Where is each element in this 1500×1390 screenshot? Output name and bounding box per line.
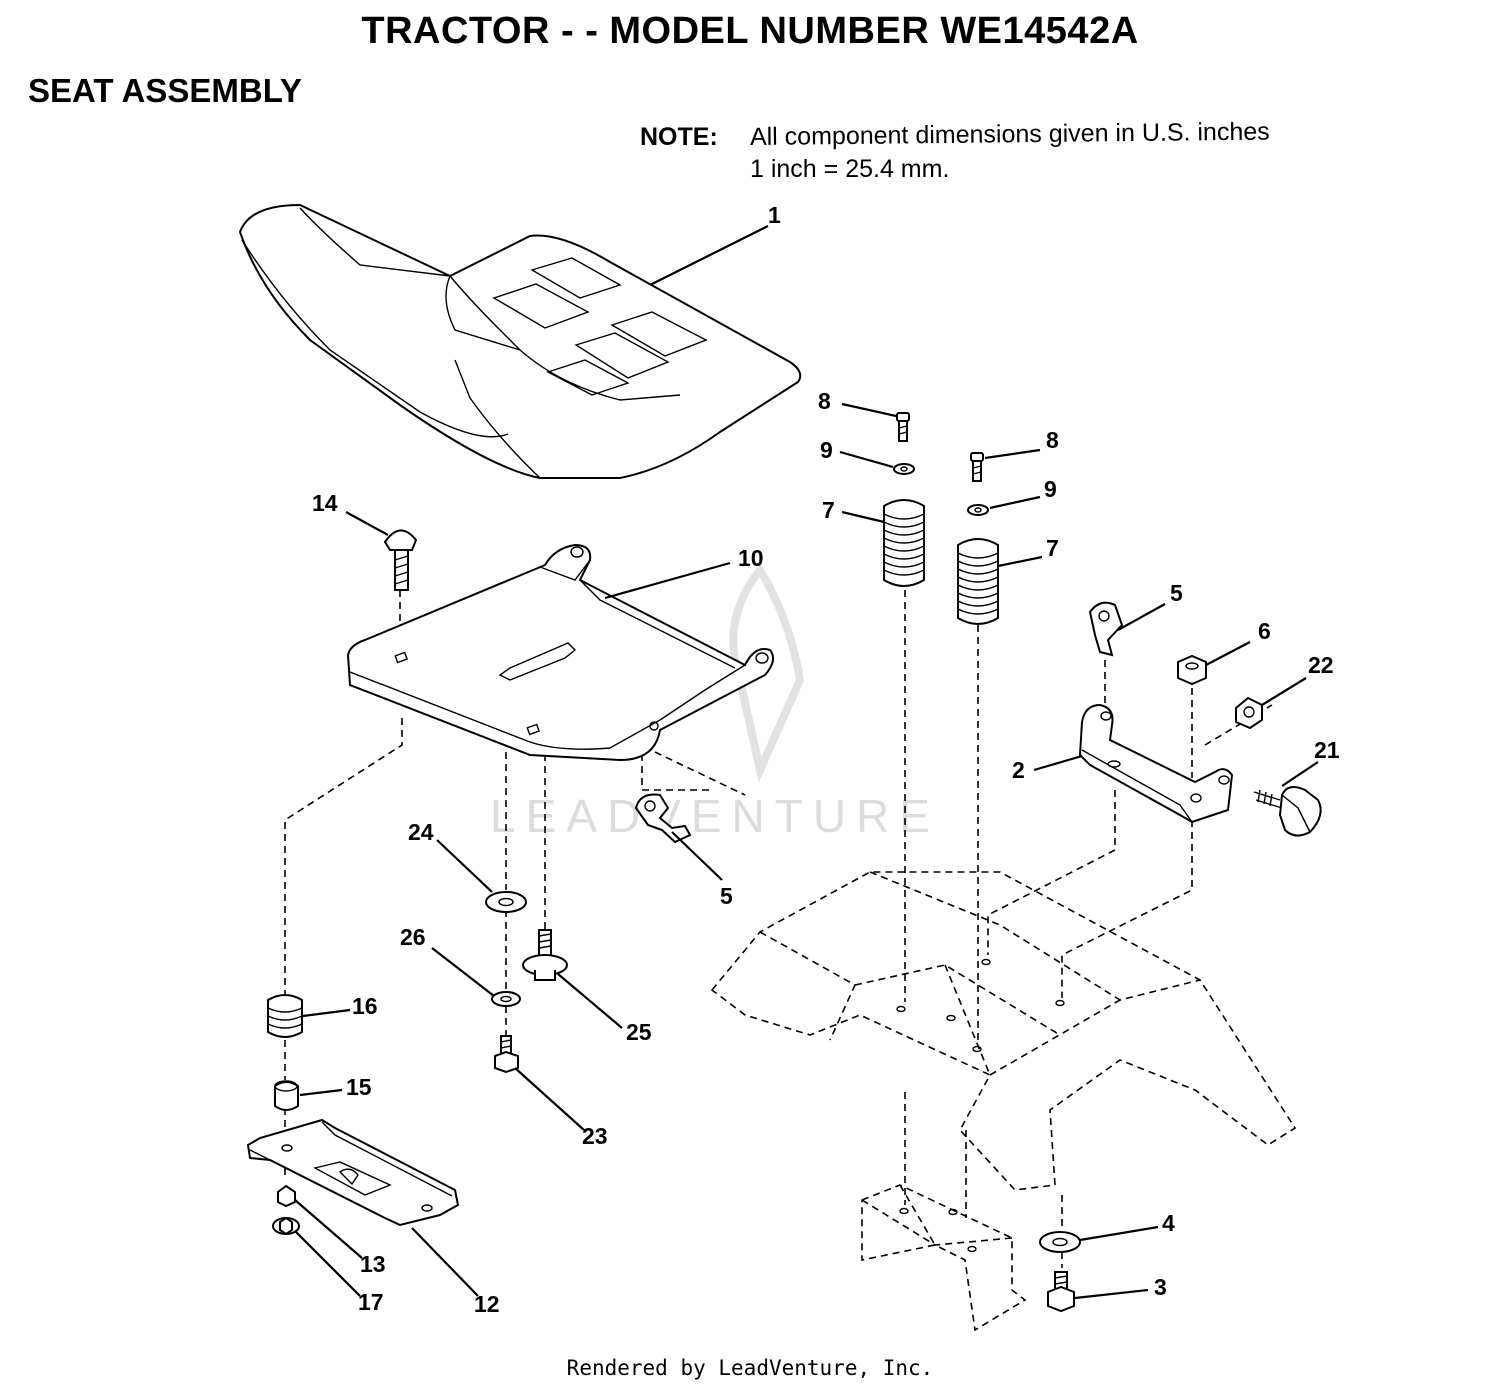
clip-part-5-upper (1088, 601, 1124, 657)
callout-9-left: 9 (820, 437, 833, 463)
callout-8-right: 8 (1046, 427, 1059, 453)
alignment-lines (284, 590, 1273, 1268)
clip-part-5-lower (634, 793, 692, 844)
callout-22: 22 (1308, 652, 1334, 678)
knob-bolt-part-21 (1253, 785, 1322, 837)
seat-pan-part-10 (346, 543, 775, 762)
callout-4: 4 (1162, 1210, 1175, 1236)
callout-13: 13 (360, 1251, 386, 1277)
callout-10: 10 (738, 545, 764, 571)
spring-part-16 (267, 994, 303, 1038)
bolt-part-23 (494, 1035, 519, 1074)
nut-part-13 (277, 1184, 296, 1208)
watermark-text: LEADVENTURE (490, 790, 940, 842)
callout-23: 23 (582, 1123, 608, 1149)
callout-6: 6 (1258, 618, 1271, 644)
callout-17: 17 (358, 1289, 384, 1315)
nut-part-22 (1235, 696, 1263, 730)
washer-part-24 (485, 891, 527, 913)
callout-8-left: 8 (818, 388, 831, 414)
washer-part-26 (491, 991, 521, 1007)
bolt-part-3 (1047, 1271, 1075, 1313)
callout-15: 15 (346, 1074, 372, 1100)
leader-lines (294, 225, 1319, 1300)
callout-26: 26 (400, 924, 426, 950)
callout-5-lower: 5 (720, 883, 733, 909)
note-line-2: 1 inch = 25.4 mm. (750, 155, 950, 183)
diagram-title: TRACTOR - - MODEL NUMBER WE14542A (361, 10, 1139, 52)
callout-24: 24 (408, 819, 434, 845)
carriage-bolt-part-14 (383, 529, 418, 591)
callout-14: 14 (312, 490, 338, 516)
callout-12: 12 (474, 1291, 500, 1317)
bolt-washer-spring-left (883, 412, 925, 587)
callout-7-right: 7 (1046, 535, 1059, 561)
bolt-washer-spring-right (957, 452, 999, 625)
washer-part-4 (1039, 1231, 1081, 1253)
shoulder-bolt-part-25 (522, 929, 568, 981)
footer-credit: Rendered by LeadVenture, Inc. (566, 1356, 934, 1380)
washer-part-17 (272, 1216, 300, 1236)
callout-5-upper: 5 (1170, 580, 1183, 606)
callout-1: 1 (768, 202, 781, 228)
callout-labels: 1 8 8 9 9 7 7 14 10 5 6 22 21 2 5 24 26 … (312, 202, 1340, 1317)
callout-25: 25 (626, 1019, 652, 1045)
callout-7-left: 7 (822, 497, 835, 523)
tractor-frame-phantom (710, 871, 1297, 1332)
nut-part-6 (1177, 654, 1207, 686)
spacer-part-15 (274, 1080, 299, 1111)
seat-part-1 (238, 203, 802, 479)
callout-9-right: 9 (1044, 476, 1057, 502)
plate-part-12 (246, 1118, 460, 1227)
callout-21: 21 (1314, 737, 1340, 763)
section-title: SEAT ASSEMBLY (28, 72, 302, 109)
callout-16: 16 (352, 993, 378, 1019)
leadventure-watermark: LEADVENTURE (490, 563, 940, 842)
note-label: NOTE: (640, 123, 718, 151)
callout-3: 3 (1154, 1274, 1167, 1300)
bracket-part-2 (1078, 703, 1234, 824)
callout-2: 2 (1012, 757, 1025, 783)
